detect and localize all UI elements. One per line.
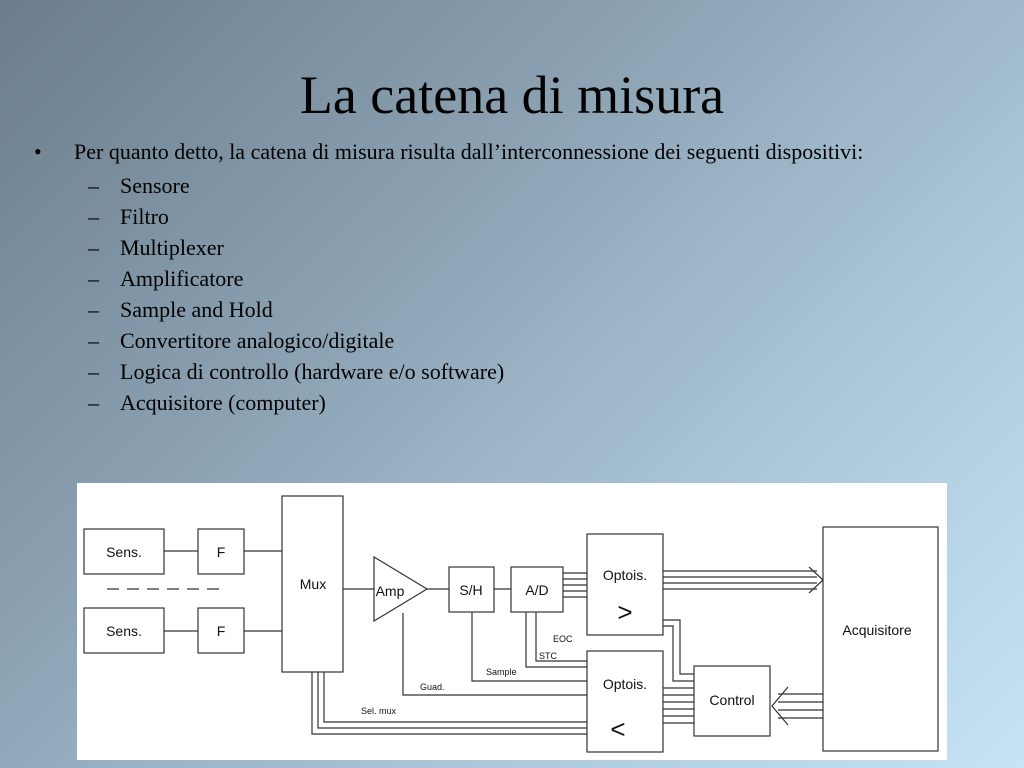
stc-line <box>525 612 587 668</box>
sel-mux-line-3 <box>323 672 587 723</box>
dash-marker: – <box>88 235 99 260</box>
guad-label: Guad. <box>420 682 445 692</box>
mux-label: Mux <box>300 576 326 592</box>
ad-block <box>510 566 564 613</box>
intro-bullet: • Per quanto detto, la catena di misura … <box>34 140 984 164</box>
sel-mux-line-2 <box>317 672 587 729</box>
control-block <box>693 665 771 737</box>
eoc-line <box>535 612 587 662</box>
dash-marker: – <box>88 266 99 291</box>
acquisitore-block <box>822 526 939 752</box>
list-item-sensore: –Sensore <box>34 170 984 201</box>
control-label: Control <box>709 692 754 708</box>
optois-input-symbol: < <box>610 714 625 744</box>
list-item-acquisitore: –Acquisitore (computer) <box>34 387 984 418</box>
dash-marker: – <box>88 328 99 353</box>
measurement-chain-diagram: Sens. F Sens. F Mux Amp S/H A/D Optois. … <box>77 483 947 760</box>
list-item-text: Amplificatore <box>120 266 244 291</box>
slide-content: • Per quanto detto, la catena di misura … <box>34 140 984 418</box>
optois-output-block <box>586 533 664 636</box>
dash-marker: – <box>88 173 99 198</box>
sel-mux-line-1 <box>311 672 587 735</box>
list-item-text: Sensore <box>120 173 190 198</box>
optois-output-label: Optois. <box>603 567 647 583</box>
block-diagram-svg: Sens. F Sens. F Mux Amp S/H A/D Optois. … <box>83 495 939 753</box>
bullet-marker: • <box>34 139 42 164</box>
list-item-text: Filtro <box>120 204 169 229</box>
guad-line <box>402 613 587 696</box>
sh-label: S/H <box>459 582 482 598</box>
acquisitore-label: Acquisitore <box>842 622 911 638</box>
stc-label: STC <box>539 651 558 661</box>
amp-label: Amp <box>376 583 405 599</box>
dash-marker: – <box>88 390 99 415</box>
slide-title: La catena di misura <box>299 65 725 125</box>
list-item-text: Multiplexer <box>120 235 224 260</box>
optois-input-label: Optois. <box>603 676 647 692</box>
list-item-amplificatore: –Amplificatore <box>34 263 984 294</box>
dash-marker: – <box>88 297 99 322</box>
device-list: –Sensore –Filtro –Multiplexer –Amplifica… <box>34 170 984 418</box>
optois-output-symbol: > <box>617 597 632 627</box>
list-item-logica: –Logica di controllo (hardware e/o softw… <box>34 356 984 387</box>
filter-label-2: F <box>217 623 226 639</box>
list-item-text: Acquisitore (computer) <box>120 390 326 415</box>
list-item-multiplexer: –Multiplexer <box>34 232 984 263</box>
sample-label: Sample <box>486 667 517 677</box>
ad-label: A/D <box>525 582 548 598</box>
list-item-text: Sample and Hold <box>120 297 273 322</box>
sample-line <box>471 612 587 682</box>
sens-label-1: Sens. <box>106 544 142 560</box>
list-item-sample-hold: –Sample and Hold <box>34 294 984 325</box>
eoc-label: EOC <box>553 634 573 644</box>
list-item-convertitore: –Convertitore analogico/digitale <box>34 325 984 356</box>
sel-mux-label: Sel. mux <box>361 706 397 716</box>
sens-label-2: Sens. <box>106 623 142 639</box>
list-item-filtro: –Filtro <box>34 201 984 232</box>
filter-label-1: F <box>217 544 226 560</box>
dash-marker: – <box>88 359 99 384</box>
list-item-text: Convertitore analogico/digitale <box>120 328 395 353</box>
dash-marker: – <box>88 204 99 229</box>
bus-arrow-to-control <box>771 686 789 726</box>
list-item-text: Logica di controllo (hardware e/o softwa… <box>120 359 505 384</box>
intro-text: Per quanto detto, la catena di misura ri… <box>74 139 864 164</box>
amp-block <box>373 555 429 623</box>
